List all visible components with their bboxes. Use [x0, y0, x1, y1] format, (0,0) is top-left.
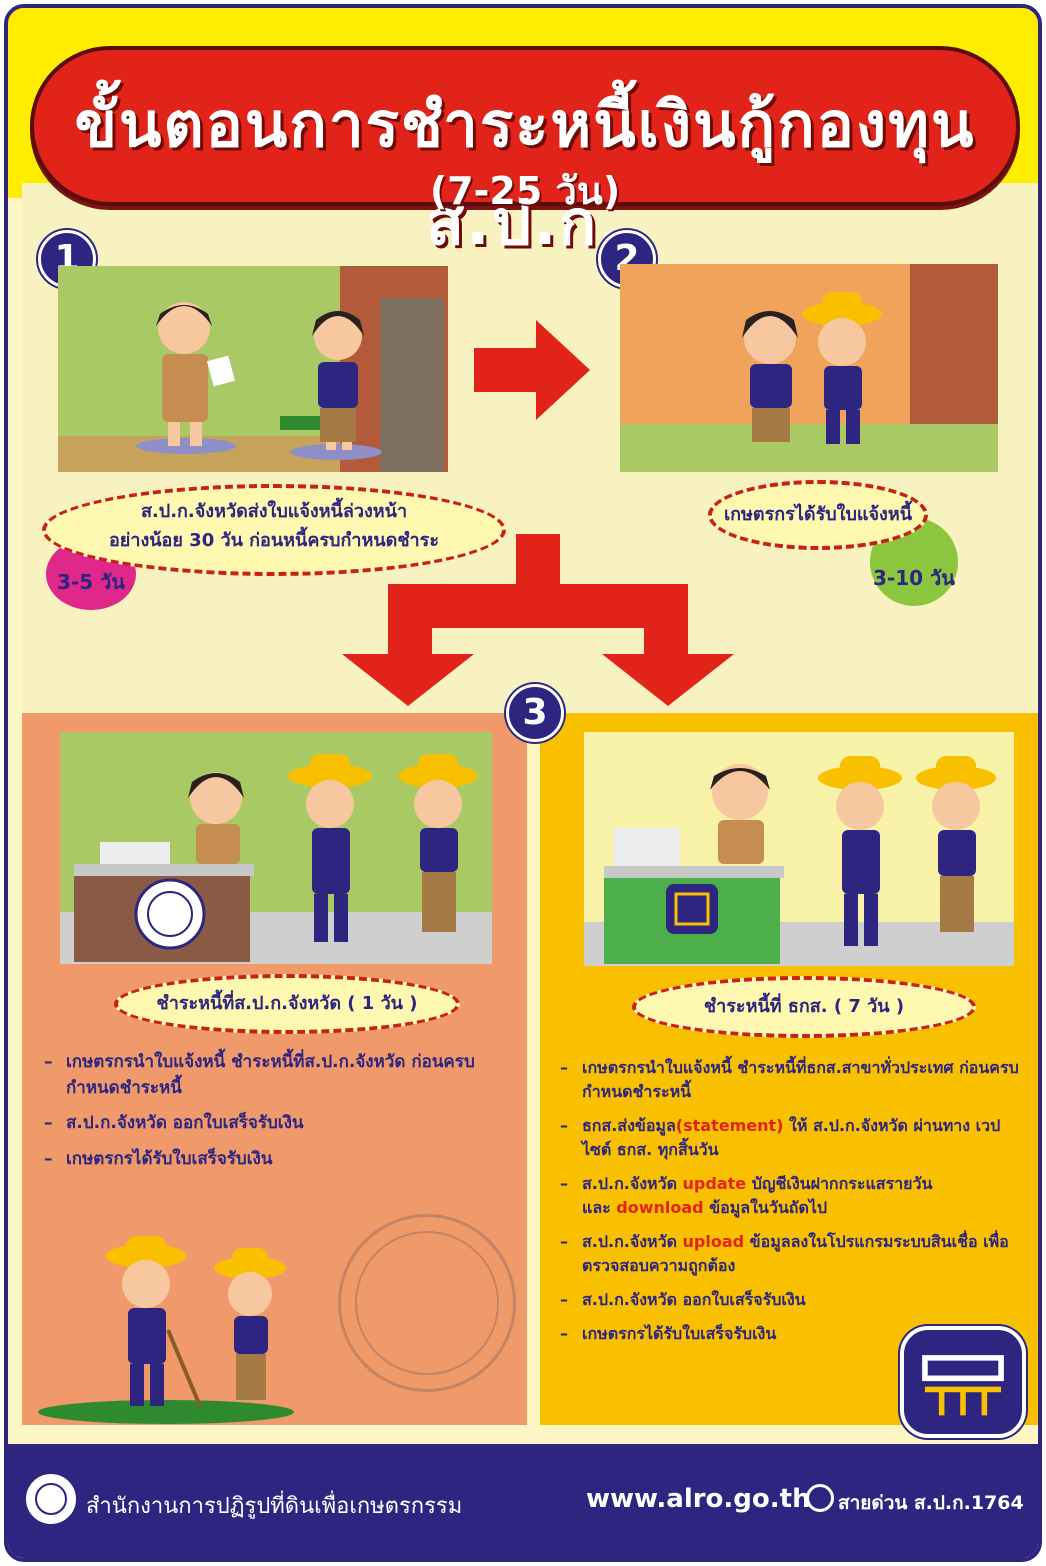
alro-counter-illustration: [60, 732, 492, 964]
step-1-illustration: [58, 266, 448, 472]
page-title: ขั้นตอนการชำระหนี้เงินกู้กองทุน ส.ป.ก.: [74, 88, 976, 259]
step-1-duration: 3-5 วัน: [57, 570, 125, 594]
step-2-illustration: [620, 264, 998, 472]
list-item: เกษตรกรนำใบแจ้งหนี้ ชำระหนี้ที่ธกส.สาขาท…: [560, 1056, 1020, 1104]
step-3-alro-bullets: เกษตรกรนำใบแจ้งหนี้ ชำระหนี้ที่ส.ป.ก.จัง…: [44, 1050, 494, 1182]
step-2-caption: เกษตรกรได้รับใบแจ้งหนี้: [708, 480, 928, 550]
baac-logo-icon: [922, 1355, 1004, 1416]
arrow-right-icon: [474, 320, 590, 420]
farmers-field-illustration: [36, 1234, 298, 1424]
footer-org-name: สำนักงานการปฏิรูปที่ดินเพื่อเกษตรกรรม: [86, 1494, 463, 1519]
title-banner: ขั้นตอนการชำระหนี้เงินกู้กองทุน ส.ป.ก. (…: [30, 46, 1020, 259]
baac-counter-illustration: [584, 732, 1014, 966]
step-3-baac-bullets: เกษตรกรนำใบแจ้งหนี้ ชำระหนี้ที่ธกส.สาขาท…: [560, 1056, 1020, 1356]
step-2-duration: 3-10 วัน: [873, 566, 955, 590]
phone-icon: [806, 1484, 834, 1512]
list-item: ธกส.ส่งข้อมูล(statement) ให้ ส.ป.ก.จังหว…: [560, 1114, 1020, 1162]
step-1-caption-line2: อย่างน้อย 30 วัน ก่อนหนี้ครบกำหนดชำระ: [108, 529, 440, 551]
alro-watermark-seal: [338, 1214, 516, 1392]
list-item: ส.ป.ก.จังหวัด upload ข้อมูลลงในโปรแกรมระ…: [560, 1230, 1020, 1278]
office-scene-illustration: [58, 266, 448, 472]
alro-seal-icon: [26, 1474, 76, 1524]
list-item: ส.ป.ก.จังหวัด ออกใบเสร็จรับเงิน: [44, 1111, 494, 1137]
baac-logo: [900, 1326, 1026, 1438]
step-3-baac-caption: ชำระหนี้ที่ ธกส. ( 7 วัน ): [632, 976, 976, 1038]
step-3-alro-illustration: [60, 732, 492, 964]
step-3-baac-illustration: [584, 732, 1014, 966]
footer-website-link[interactable]: www.alro.go.th: [586, 1484, 811, 1514]
list-item: เกษตรกรนำใบแจ้งหนี้ ชำระหนี้ที่ส.ป.ก.จัง…: [44, 1050, 494, 1101]
step-3-number: 3: [506, 684, 564, 742]
farmers-with-tools-illustration: [38, 1236, 294, 1424]
farmers-scene-illustration: [620, 264, 998, 472]
step-1-caption: ส.ป.ก.จังหวัดส่งใบแจ้งหนี้ล่วงหน้า อย่าง…: [42, 484, 506, 576]
poster-frame: ขั้นตอนการชำระหนี้เงินกู้กองทุน ส.ป.ก. (…: [4, 4, 1042, 1562]
split-arrow-down-icon: [342, 534, 734, 706]
footer-bar: สำนักงานการปฏิรูปที่ดินเพื่อเกษตรกรรม ww…: [8, 1444, 1038, 1558]
step-1-caption-line1: ส.ป.ก.จังหวัดส่งใบแจ้งหนี้ล่วงหน้า: [140, 501, 408, 522]
footer-hotline: สายด่วน ส.ป.ก.1764: [838, 1492, 1024, 1514]
list-item: ส.ป.ก.จังหวัด update บัญชีเงินฝากกระแสรา…: [560, 1172, 1020, 1220]
list-item: ส.ป.ก.จังหวัด ออกใบเสร็จรับเงิน: [560, 1288, 1020, 1312]
step-3-alro-caption: ชำระหนี้ที่ส.ป.ก.จังหวัด ( 1 วัน ): [114, 974, 460, 1034]
page-subtitle: (7-25 วัน): [429, 169, 621, 213]
list-item: เกษตรกรได้รับใบเสร็จรับเงิน: [560, 1322, 1020, 1346]
list-item: เกษตรกรได้รับใบเสร็จรับเงิน: [44, 1147, 494, 1173]
